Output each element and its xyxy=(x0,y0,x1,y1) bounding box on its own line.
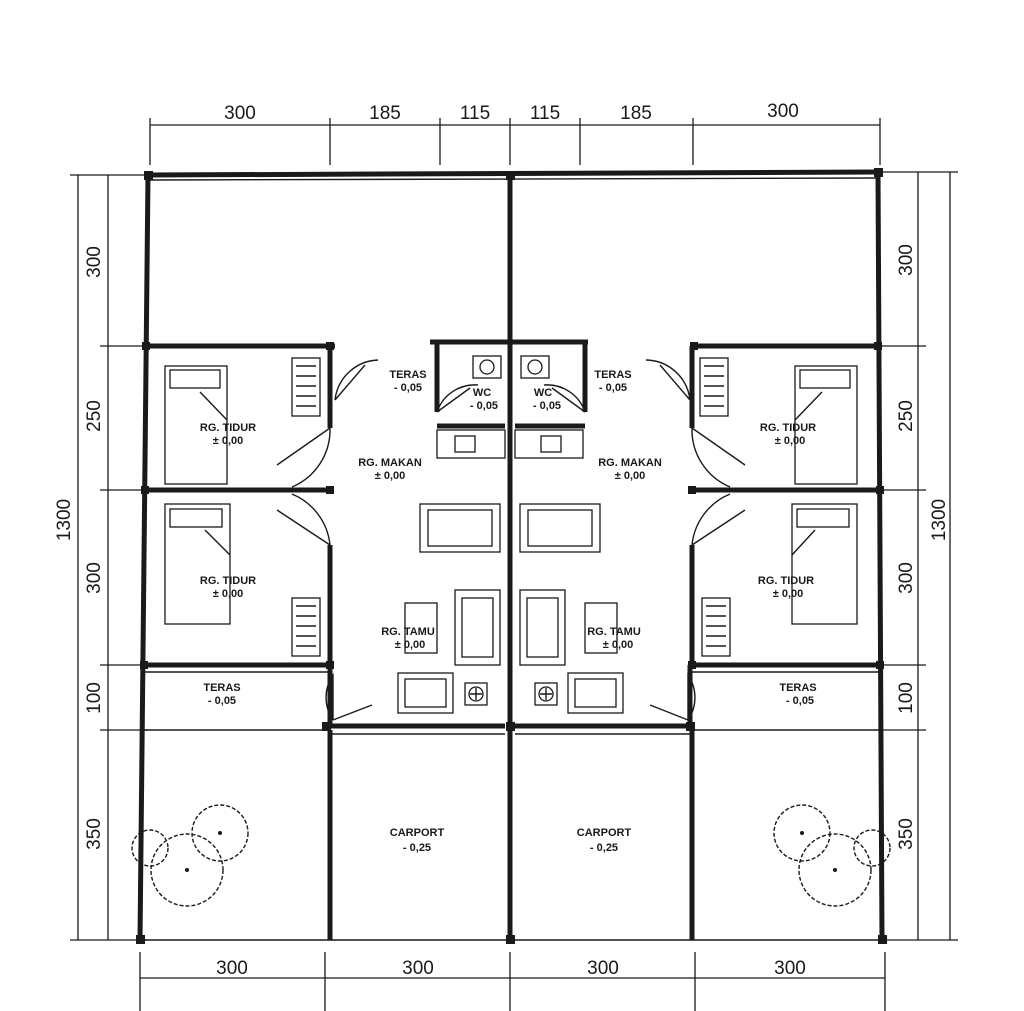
dim-top-4: 115 xyxy=(530,103,560,124)
level-rg-tidur-left-1: ± 0,00 xyxy=(213,435,244,447)
dim-top-6: 300 xyxy=(767,101,799,122)
dim-right-total: 1300 xyxy=(929,499,950,541)
level-rg-tidur-right-2: ± 0,00 xyxy=(773,588,804,600)
label-rg-tidur-right-1: RG. TIDUR xyxy=(760,422,816,434)
level-wc-right: - 0,05 xyxy=(533,400,561,412)
label-carport-right: CARPORT xyxy=(577,827,632,839)
dim-top-2: 185 xyxy=(369,103,401,124)
label-teras-front-left: TERAS xyxy=(203,682,240,694)
dim-top-5: 185 xyxy=(620,103,652,124)
dimension-lines xyxy=(70,118,958,1011)
level-rg-tamu-left: ± 0,00 xyxy=(395,639,426,651)
level-rg-tamu-right: ± 0,00 xyxy=(603,639,634,651)
dim-right-250: 250 xyxy=(896,400,917,432)
label-wc-left: WC xyxy=(473,387,491,399)
dim-right-300-top: 300 xyxy=(896,244,917,276)
dim-top-3: 115 xyxy=(460,103,490,124)
dim-left-250: 250 xyxy=(84,400,105,432)
doors xyxy=(276,359,746,721)
structural-columns xyxy=(136,168,887,944)
level-teras-front-right: - 0,05 xyxy=(786,695,814,707)
label-rg-makan-right: RG. MAKAN xyxy=(598,457,662,469)
dim-right-300-mid: 300 xyxy=(896,562,917,594)
label-rg-tamu-left: RG. TAMU xyxy=(381,626,435,638)
dim-right-100: 100 xyxy=(896,682,917,714)
label-rg-tidur-left-2: RG. TIDUR xyxy=(200,575,256,587)
label-carport-left: CARPORT xyxy=(390,827,445,839)
level-teras-front-left: - 0,05 xyxy=(208,695,236,707)
level-rg-tidur-left-2: ± 0,00 xyxy=(213,588,244,600)
label-teras-front-right: TERAS xyxy=(779,682,816,694)
label-teras-back-left: TERAS xyxy=(389,369,426,381)
dim-left-300-mid: 300 xyxy=(84,562,105,594)
dim-left-350: 350 xyxy=(84,818,105,850)
label-rg-tamu-right: RG. TAMU xyxy=(587,626,641,638)
label-teras-back-right: TERAS xyxy=(594,369,631,381)
level-carport-left: - 0,25 xyxy=(403,842,431,854)
dim-bottom-1: 300 xyxy=(216,958,248,979)
label-rg-tidur-right-2: RG. TIDUR xyxy=(758,575,814,587)
furniture xyxy=(164,355,858,714)
level-teras-back-right: - 0,05 xyxy=(599,382,627,394)
dim-right-350: 350 xyxy=(896,818,917,850)
dim-left-300-top: 300 xyxy=(84,246,105,278)
label-rg-makan-left: RG. MAKAN xyxy=(358,457,422,469)
label-wc-right: WC xyxy=(534,387,552,399)
level-rg-tidur-right-1: ± 0,00 xyxy=(775,435,806,447)
dim-bottom-3: 300 xyxy=(587,958,619,979)
level-wc-left: - 0,05 xyxy=(470,400,498,412)
label-rg-tidur-left-1: RG. TIDUR xyxy=(200,422,256,434)
level-carport-right: - 0,25 xyxy=(590,842,618,854)
walls xyxy=(137,169,885,941)
dim-bottom-2: 300 xyxy=(402,958,434,979)
level-teras-back-left: - 0,05 xyxy=(394,382,422,394)
dim-bottom-4: 300 xyxy=(774,958,806,979)
dim-top-1: 300 xyxy=(224,103,256,124)
dim-left-100: 100 xyxy=(84,682,105,714)
level-rg-makan-left: ± 0,00 xyxy=(375,470,406,482)
level-rg-makan-right: ± 0,00 xyxy=(615,470,646,482)
dim-left-total: 1300 xyxy=(54,499,75,541)
trees xyxy=(131,804,891,907)
